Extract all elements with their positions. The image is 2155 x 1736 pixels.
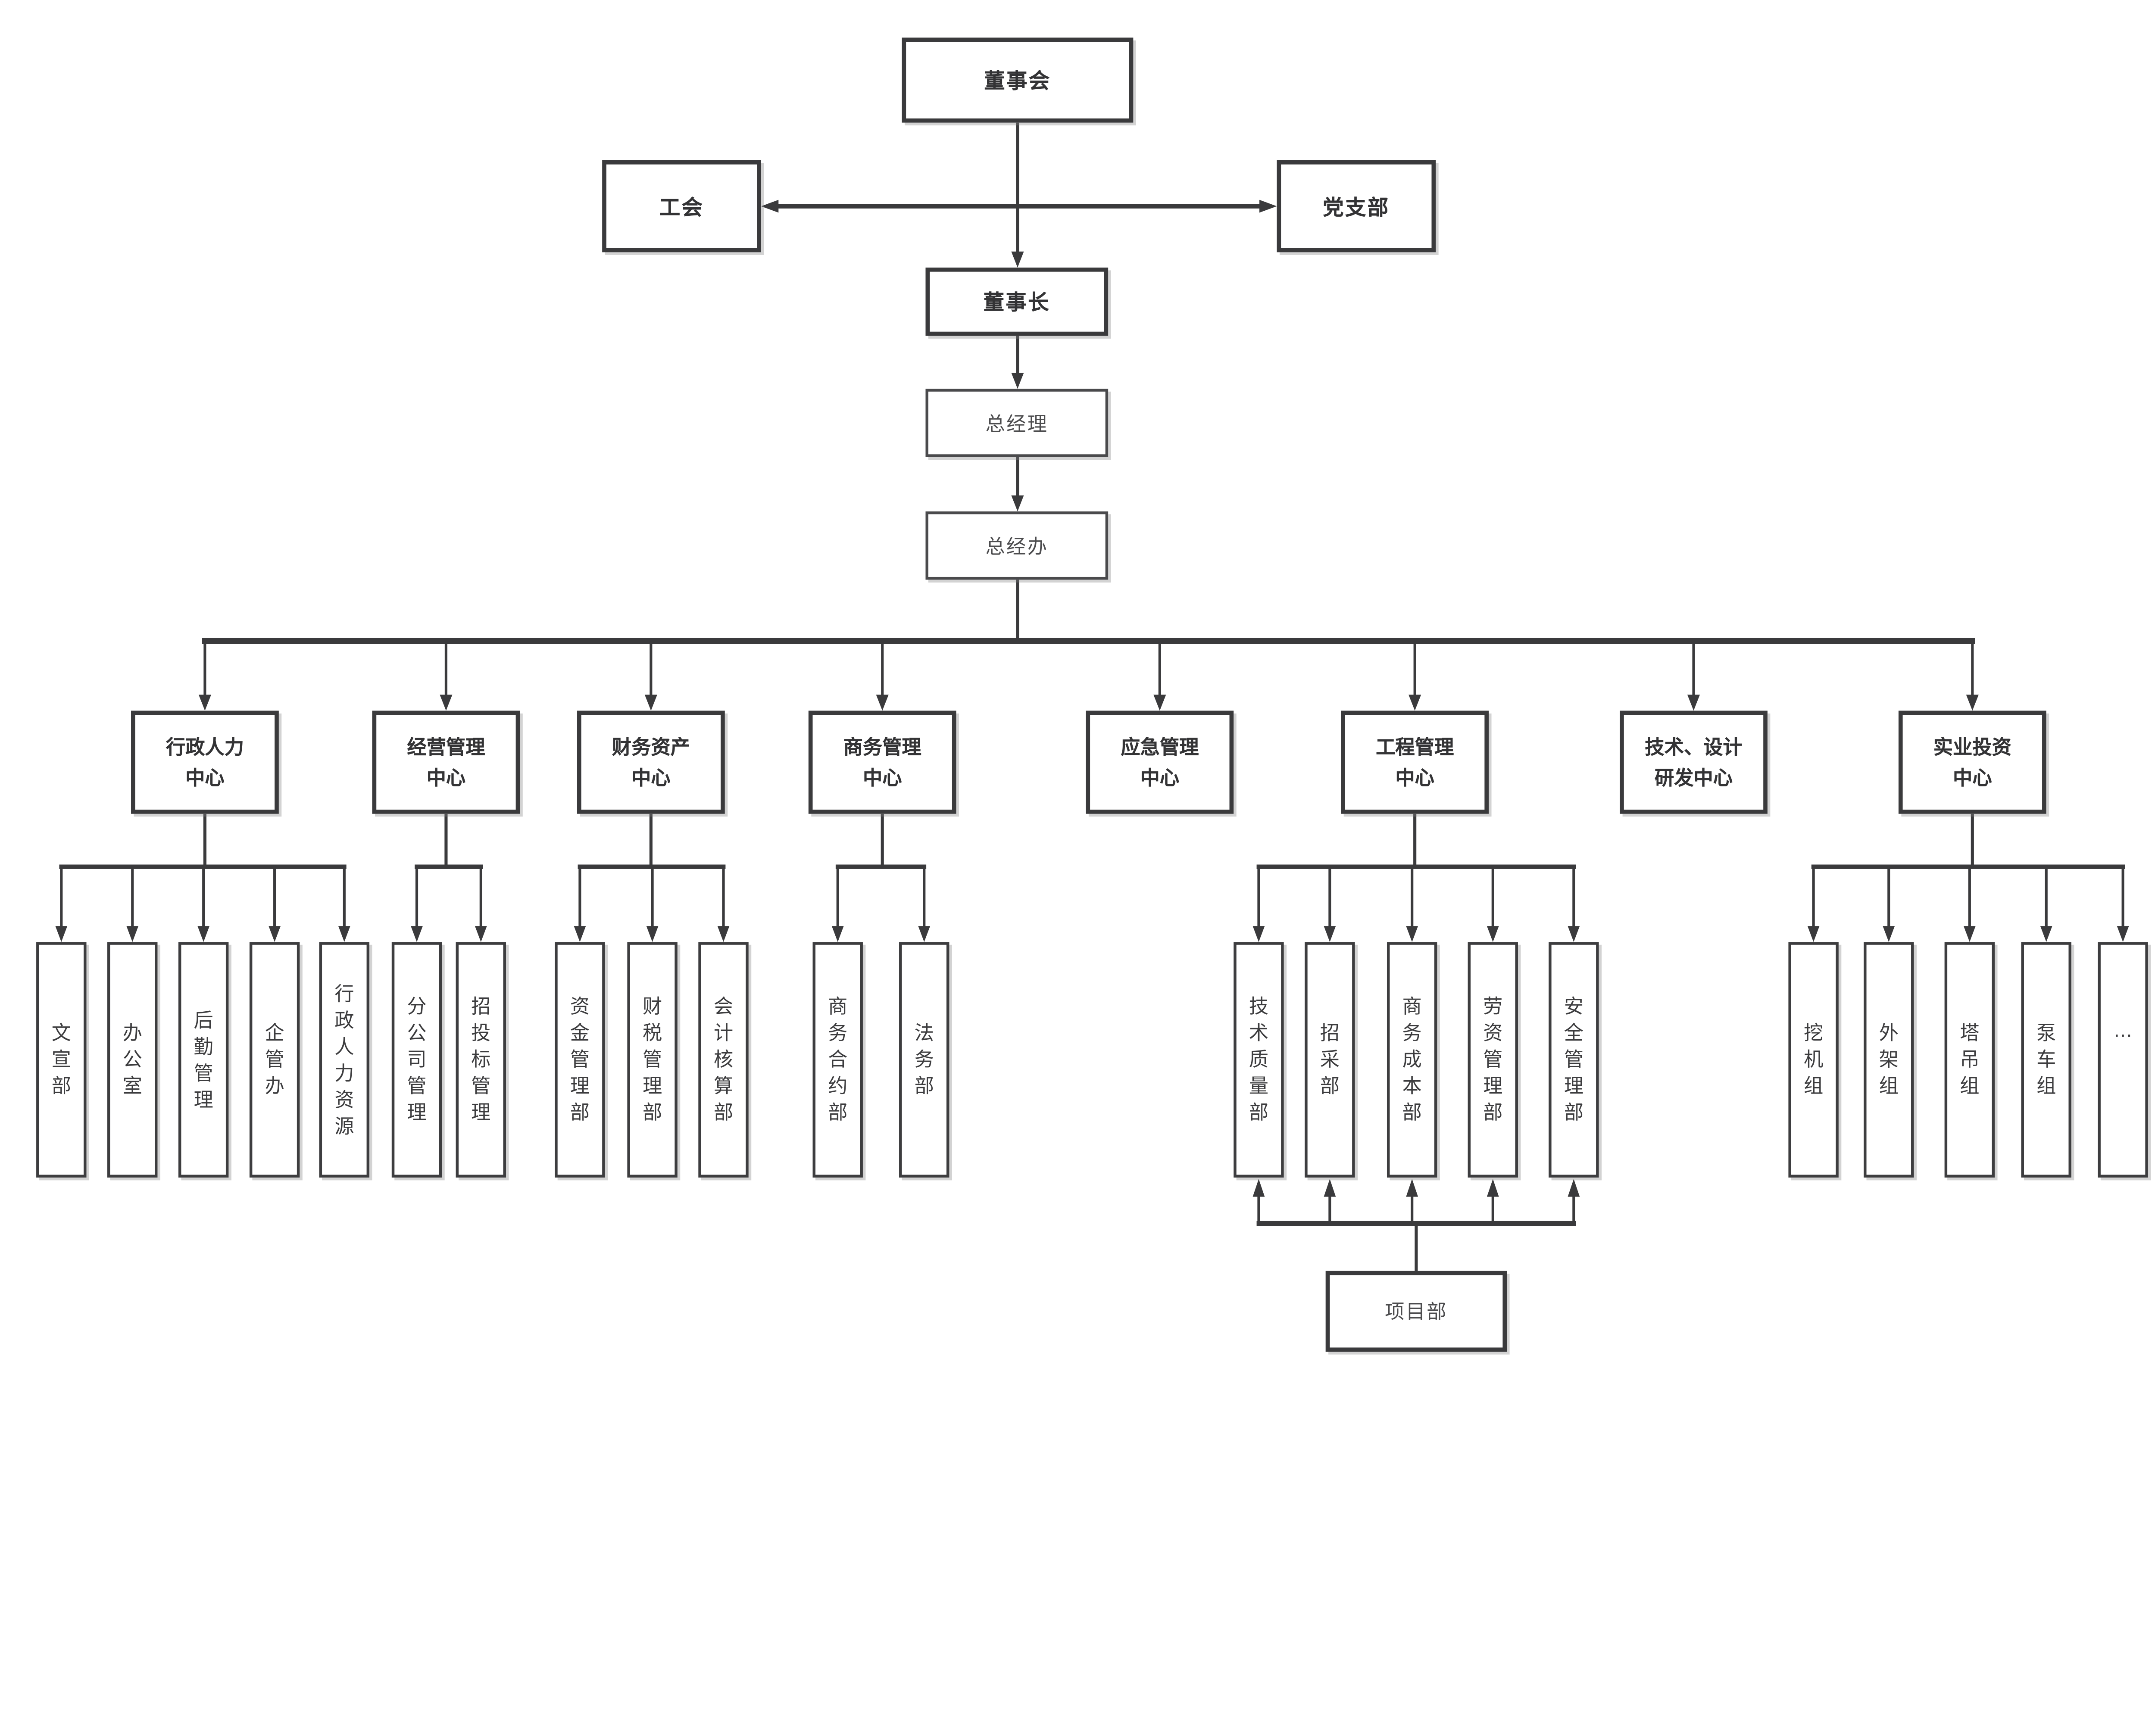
node-dept-accounting: 会计核算部 [698, 942, 749, 1178]
node-group-pump-truck: 泵车组 [2021, 942, 2071, 1178]
node-dept-funds-mgmt: 资金管理部 [555, 942, 605, 1178]
node-label: 挖机组 [1803, 1021, 1824, 1097]
node-label: 行政人力资源 [334, 982, 354, 1137]
node-label: 项目部 [1385, 1300, 1448, 1323]
node-group-scaffolding: 外架组 [1864, 942, 1914, 1178]
connector-board-chairman [1011, 122, 1024, 268]
node-label: 会计核算部 [713, 995, 734, 1123]
node-dept-branch-mgmt: 分公司管理 [391, 942, 442, 1178]
node-label: 法务部 [914, 1021, 934, 1097]
node-center-industrial-investment: 实业投资中心 [1898, 711, 2046, 814]
node-label: 资金管理部 [570, 995, 590, 1123]
node-label: 技术、设计研发中心 [1645, 736, 1743, 789]
node-label: 办公室 [122, 1021, 142, 1097]
node-label: 应急管理中心 [1121, 736, 1199, 789]
node-chairman: 董事长 [925, 267, 1109, 336]
connector-gm-gmoffice [1011, 457, 1024, 511]
node-label: 工程管理中心 [1376, 736, 1454, 789]
node-label: 财务资产中心 [612, 736, 690, 789]
node-label: 行政人力中心 [166, 736, 244, 789]
node-label: 文宣部 [51, 1021, 71, 1097]
node-dept-labor-wages: 劳资管理部 [1468, 942, 1518, 1178]
node-labor-union: 工会 [602, 160, 761, 252]
node-label: 总经理 [985, 411, 1049, 434]
connector-chairman-gm [1011, 336, 1024, 389]
node-center-commerce: 商务管理中心 [808, 711, 956, 814]
node-general-manager: 总经理 [925, 389, 1109, 457]
connector-gmoffice-rail [202, 580, 1975, 644]
node-party-branch: 党支部 [1277, 160, 1436, 252]
connector-layer [55, 122, 2129, 1271]
node-dept-safety-mgmt: 安全管理部 [1549, 942, 1599, 1178]
node-group-ellipsis: … [2098, 942, 2148, 1178]
node-dept-admin-hr-resources: 行政人力资源 [319, 942, 370, 1178]
node-label: 安全管理部 [1564, 995, 1583, 1123]
node-dept-commercial-contracts: 商务合约部 [812, 942, 863, 1178]
node-project-department: 项目部 [1325, 1271, 1507, 1352]
node-center-operations: 经营管理中心 [372, 711, 520, 814]
node-label: 商务成本部 [1402, 995, 1422, 1123]
node-label: 董事长 [983, 291, 1050, 315]
node-dept-enterprise-mgmt: 企管办 [249, 942, 300, 1178]
node-label: 泵车组 [2036, 1021, 2056, 1097]
node-center-emergency: 应急管理中心 [1086, 711, 1234, 814]
node-dept-culture-publicity: 文宣部 [36, 942, 87, 1178]
node-dept-bidding-mgmt: 招投标管理 [456, 942, 506, 1178]
node-center-engineering: 工程管理中心 [1341, 711, 1489, 814]
connector-union-party-bidirectional [761, 199, 1277, 213]
node-group-tower-crane: 塔吊组 [1944, 942, 1995, 1178]
node-center-admin-hr: 行政人力中心 [131, 711, 279, 814]
node-gm-office: 总经办 [925, 511, 1109, 580]
node-label: 商务合约部 [828, 995, 848, 1123]
node-center-tech-design-rd: 技术、设计研发中心 [1620, 711, 1768, 814]
node-label: … [2113, 1019, 2133, 1041]
node-label: 塔吊组 [1960, 1021, 1980, 1097]
node-dept-logistics: 后勤管理 [178, 942, 229, 1178]
node-label: 企管办 [265, 1021, 284, 1097]
node-group-excavator: 挖机组 [1788, 942, 1839, 1178]
node-label: 分公司管理 [407, 995, 427, 1123]
node-label: 总经办 [985, 534, 1049, 557]
org-chart-canvas: 董事会 工会 党支部 董事长 总经理 总经办 行政人力中心 经营管理中心 财务资… [36, 37, 2148, 1352]
connector-center-subrails [59, 813, 2125, 869]
node-label: 技术质量部 [1249, 995, 1269, 1123]
node-label: 劳资管理部 [1483, 995, 1503, 1123]
node-label: 实业投资中心 [1933, 736, 2011, 789]
connector-subrail-departments [55, 864, 2129, 942]
node-label: 招采部 [1320, 1021, 1340, 1097]
node-label: 招投标管理 [471, 995, 491, 1123]
node-label: 党支部 [1323, 196, 1390, 220]
node-center-finance-assets: 财务资产中心 [577, 711, 725, 814]
node-dept-commercial-cost: 商务成本部 [1387, 942, 1437, 1178]
node-dept-office: 办公室 [107, 942, 158, 1178]
connector-rail-centers [198, 638, 1979, 711]
node-label: 财税管理部 [642, 995, 662, 1123]
node-dept-finance-tax-mgmt: 财税管理部 [627, 942, 678, 1178]
node-dept-legal: 法务部 [899, 942, 949, 1178]
connector-project-uplinks [1252, 1179, 1580, 1271]
node-label: 商务管理中心 [843, 736, 921, 789]
node-label: 外架组 [1879, 1021, 1899, 1097]
node-board: 董事会 [902, 37, 1134, 123]
node-label: 工会 [659, 196, 704, 220]
node-dept-tech-quality: 技术质量部 [1234, 942, 1284, 1178]
node-dept-procurement: 招采部 [1305, 942, 1355, 1178]
node-label: 董事会 [984, 69, 1051, 94]
node-label: 后勤管理 [194, 1008, 213, 1110]
node-label: 经营管理中心 [407, 736, 485, 789]
